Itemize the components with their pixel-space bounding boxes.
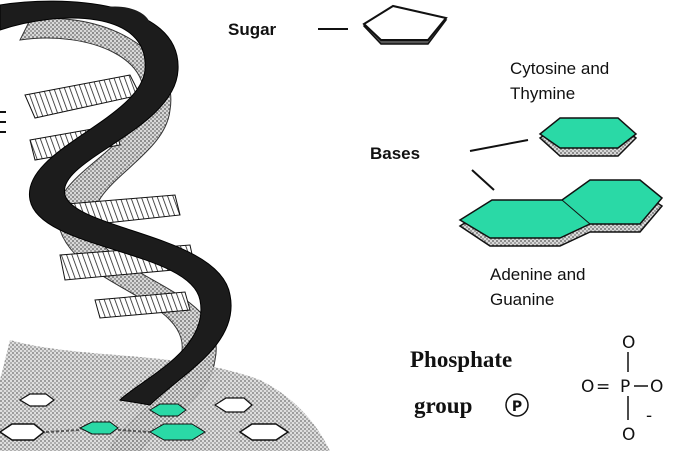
phosphate-formula: O O = P O O - bbox=[581, 333, 663, 445]
cytosine-thymine-label-line1: Cytosine and bbox=[510, 59, 609, 78]
phosphate-oxygen-bottom: O bbox=[622, 425, 635, 445]
pyrimidine-hexagon-icon bbox=[540, 118, 636, 156]
phosphate-label-line1: Phosphate bbox=[410, 347, 512, 372]
dna-helix bbox=[0, 1, 330, 451]
phosphate-legend: Phosphate group P O O = P O O - bbox=[410, 333, 663, 445]
phosphate-oxygen-top: O bbox=[622, 333, 635, 353]
phosphate-charge: - bbox=[646, 406, 652, 426]
phosphate-center: P bbox=[620, 377, 630, 397]
bases-label: Bases bbox=[370, 144, 420, 163]
purine-double-ring-icon bbox=[460, 180, 662, 246]
phosphate-double-bond: = bbox=[596, 377, 610, 397]
phosphate-label-line2: group bbox=[414, 393, 472, 418]
adenine-guanine-label-line2: Guanine bbox=[490, 290, 554, 309]
sugar-pentagon-icon bbox=[364, 6, 446, 44]
sugar-legend: Sugar bbox=[228, 6, 446, 44]
cytosine-thymine-label-line2: Thymine bbox=[510, 84, 575, 103]
bases-connector-upper bbox=[470, 140, 528, 151]
adenine-guanine-label-line1: Adenine and bbox=[490, 265, 585, 284]
phosphate-oxygen-left: O bbox=[581, 377, 594, 397]
bases-legend: Bases Cytosine and Thymine Adenine and G… bbox=[370, 59, 662, 309]
bases-connector-lower bbox=[472, 170, 494, 190]
phosphate-oxygen-right: O bbox=[650, 377, 663, 397]
sugar-label: Sugar bbox=[228, 20, 277, 39]
phosphate-circle-icon: P bbox=[506, 394, 528, 416]
svg-text:P: P bbox=[512, 399, 522, 415]
helix-edge-mark bbox=[0, 112, 6, 132]
